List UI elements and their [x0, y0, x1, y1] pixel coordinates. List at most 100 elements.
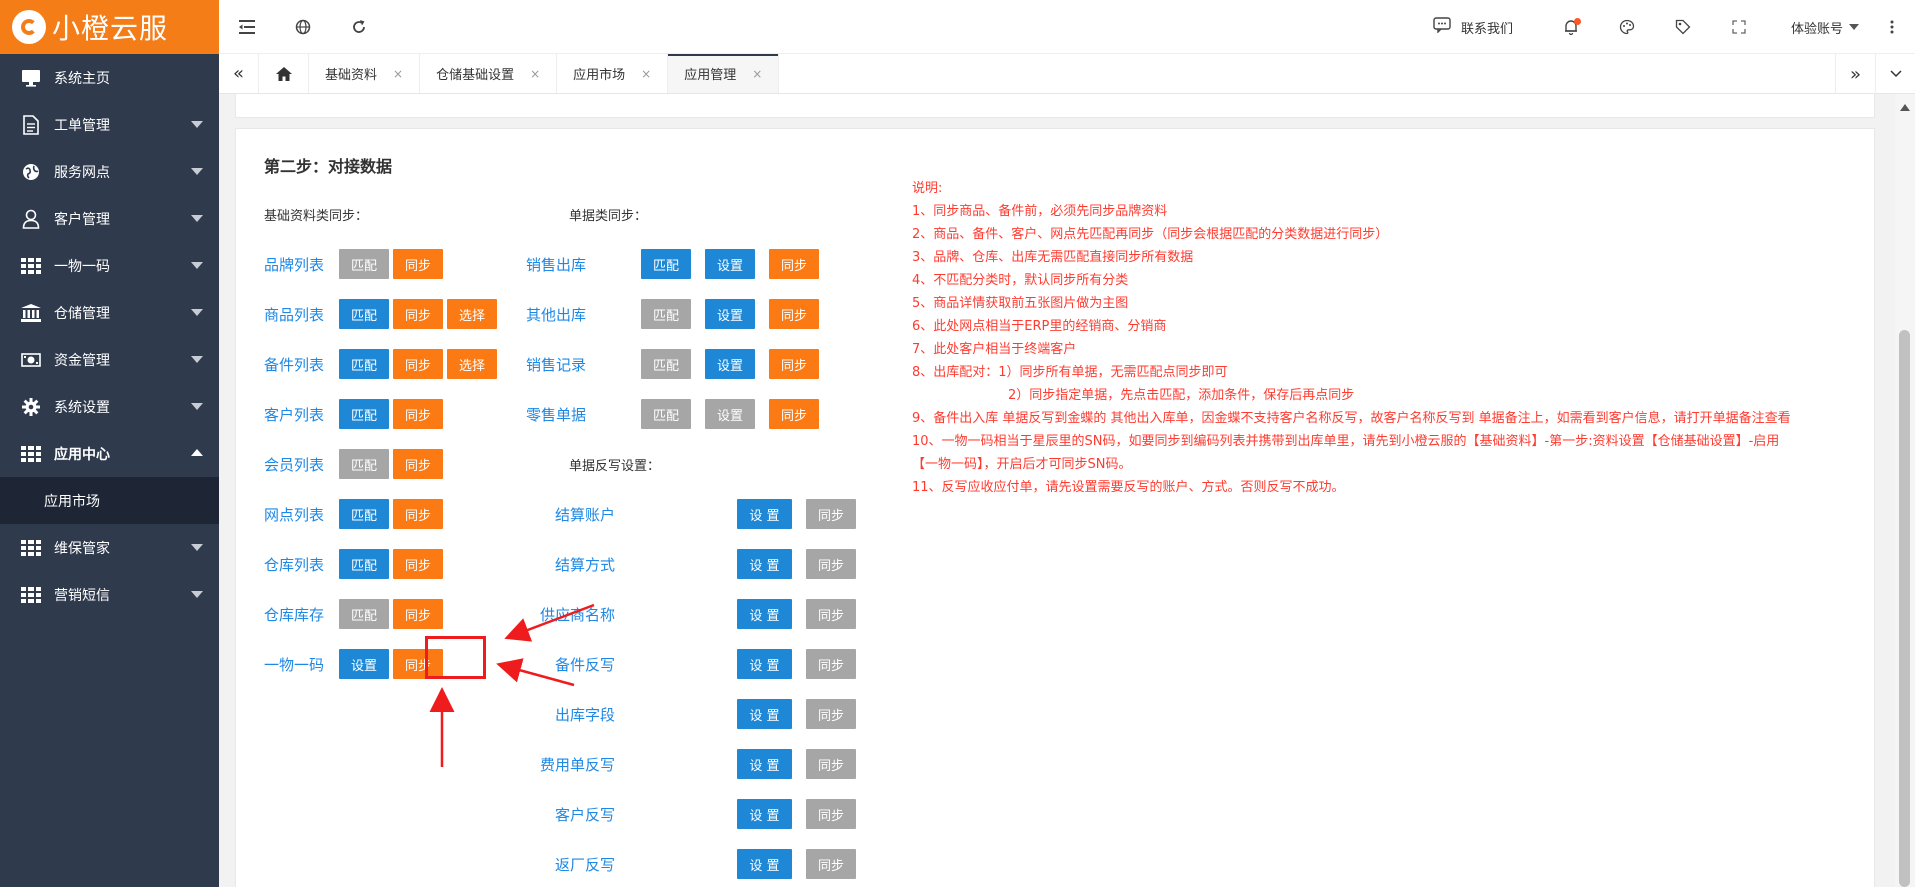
sync-action-button[interactable]: 同步: [393, 449, 443, 479]
scroll-thumb[interactable]: [1899, 330, 1910, 887]
fullscreen-icon[interactable]: [1711, 0, 1767, 54]
collapse-menu-icon[interactable]: [219, 0, 275, 54]
sync-action-button[interactable]: 匹配: [339, 499, 389, 529]
sidebar-item[interactable]: 仓储管理: [0, 289, 219, 336]
sync-action-button[interactable]: 设 置: [737, 499, 792, 529]
close-icon[interactable]: ×: [752, 66, 763, 81]
sync-action-button[interactable]: 设置: [705, 399, 755, 429]
sync-action-button[interactable]: 设 置: [737, 649, 792, 679]
sync-action-button[interactable]: 同步: [393, 599, 443, 629]
sync-row-label: 会员列表: [264, 456, 325, 474]
note-line: 2）同步指定单据，先点击匹配，添加条件，保存后再点同步: [1008, 388, 1355, 403]
sync-action-button[interactable]: 设置: [705, 299, 755, 329]
sync-action-button[interactable]: 同步: [393, 349, 443, 379]
tabs-scroll-left-icon[interactable]: «: [219, 54, 259, 93]
sync-action-button[interactable]: 选择: [447, 349, 497, 379]
sync-action-button[interactable]: 同步: [769, 349, 819, 379]
sync-action-button[interactable]: 设置: [339, 649, 389, 679]
sync-action-button[interactable]: 同步: [769, 249, 819, 279]
sidebar-item[interactable]: 应用中心: [0, 430, 219, 477]
tag-icon[interactable]: [1655, 0, 1711, 54]
home-tab[interactable]: [259, 54, 309, 93]
sync-action-button[interactable]: 设 置: [737, 849, 792, 879]
sync-action-button[interactable]: 同步: [806, 599, 856, 629]
sidebar-item[interactable]: 系统主页: [0, 54, 219, 101]
sidebar-item[interactable]: 维保管家: [0, 524, 219, 571]
tab[interactable]: 基础资料×: [309, 54, 421, 93]
sync-action-button[interactable]: 设置: [705, 249, 755, 279]
sync-action-button[interactable]: 设 置: [737, 799, 792, 829]
sync-action-button[interactable]: 同步: [393, 299, 443, 329]
sync-action-button[interactable]: 匹配: [339, 449, 389, 479]
notification-bell-icon[interactable]: [1543, 0, 1599, 54]
close-icon[interactable]: ×: [393, 66, 404, 81]
note-line: 9、备件出入库 单据反写到金蝶的 其他出入库单，因金蝶不支持客户名称反写，故客户…: [912, 411, 1791, 426]
sync-action-button[interactable]: 匹配: [641, 299, 691, 329]
sidebar-subitem-app-market[interactable]: 应用市场: [0, 477, 219, 524]
sidebar-item[interactable]: 系统设置: [0, 383, 219, 430]
tabs-scroll-right-icon[interactable]: »: [1835, 54, 1875, 94]
sync-action-button[interactable]: 匹配: [339, 249, 389, 279]
grid-icon: [20, 537, 42, 559]
sync-action-button[interactable]: 设置: [705, 349, 755, 379]
note-line: 8、出库配对：1）同步所有单据，无需匹配点同步即可: [912, 365, 1228, 380]
sync-action-button[interactable]: 匹配: [641, 399, 691, 429]
theme-palette-icon[interactable]: [1599, 0, 1655, 54]
sync-row-label: 结算方式: [554, 556, 615, 574]
refresh-icon[interactable]: [331, 0, 387, 54]
sidebar-item[interactable]: 客户管理: [0, 195, 219, 242]
sync-action-button[interactable]: 匹配: [339, 599, 389, 629]
sync-row-label: 客户列表: [264, 406, 325, 424]
sync-action-button[interactable]: 设 置: [737, 699, 792, 729]
sync-action-button[interactable]: 匹配: [339, 299, 389, 329]
sync-action-button[interactable]: 匹配: [339, 399, 389, 429]
chevron-down-icon: [1849, 24, 1859, 30]
page-scrollbar[interactable]: [1895, 94, 1915, 887]
chevron-down-icon: [191, 309, 203, 316]
sync-action-button[interactable]: 设 置: [737, 599, 792, 629]
sync-action-button[interactable]: 同步: [806, 649, 856, 679]
sync-action-button[interactable]: 设 置: [737, 749, 792, 779]
sync-action-button[interactable]: 同步: [806, 849, 856, 879]
logo[interactable]: 小橙云服: [0, 0, 219, 54]
account-name: 体验账号: [1790, 21, 1843, 37]
sync-action-button[interactable]: 匹配: [339, 349, 389, 379]
sidebar-item[interactable]: 营销短信: [0, 571, 219, 618]
scroll-up-arrow-icon[interactable]: [1900, 104, 1910, 111]
sync-row-label: 备件列表: [264, 356, 325, 374]
sidebar-item[interactable]: 一物一码: [0, 242, 219, 289]
contact-us-link[interactable]: 联系我们: [1433, 17, 1513, 37]
close-icon[interactable]: ×: [641, 66, 652, 81]
sidebar-item-label: 服务网点: [54, 164, 110, 181]
website-globe-icon[interactable]: [275, 0, 331, 54]
close-icon[interactable]: ×: [530, 66, 541, 81]
sidebar-item[interactable]: 工单管理: [0, 101, 219, 148]
sync-action-button[interactable]: 同步: [806, 749, 856, 779]
sync-action-button[interactable]: 同步: [806, 499, 856, 529]
sync-action-button[interactable]: 设 置: [737, 549, 792, 579]
account-menu[interactable]: 体验账号: [1791, 18, 1859, 37]
more-vertical-icon[interactable]: [1879, 20, 1905, 34]
sync-action-button[interactable]: 同步: [393, 549, 443, 579]
sidebar-item[interactable]: 服务网点: [0, 148, 219, 195]
sync-action-button[interactable]: 同步: [806, 799, 856, 829]
sync-action-button[interactable]: 匹配: [339, 549, 389, 579]
tabs-menu-chevron-icon[interactable]: [1875, 54, 1915, 94]
sidebar-item[interactable]: 资金管理: [0, 336, 219, 383]
sync-action-button[interactable]: 同步: [806, 549, 856, 579]
sync-action-button[interactable]: 同步: [769, 399, 819, 429]
sync-action-button[interactable]: 同步: [393, 499, 443, 529]
top-bar: 联系我们 体验账号: [219, 0, 1915, 54]
sync-action-button[interactable]: 同步: [806, 699, 856, 729]
sync-action-button[interactable]: 选择: [447, 299, 497, 329]
document-icon: [20, 114, 42, 136]
sync-action-button[interactable]: 同步: [393, 249, 443, 279]
sync-action-button[interactable]: 匹配: [641, 249, 691, 279]
tab[interactable]: 应用管理×: [668, 54, 780, 93]
sync-action-button[interactable]: 同步: [769, 299, 819, 329]
tab[interactable]: 仓储基础设置×: [420, 54, 558, 93]
tab[interactable]: 应用市场×: [557, 54, 669, 93]
sync-action-button[interactable]: 匹配: [641, 349, 691, 379]
sync-action-button[interactable]: 同步: [393, 399, 443, 429]
sync-action-button[interactable]: 同步: [393, 649, 443, 679]
